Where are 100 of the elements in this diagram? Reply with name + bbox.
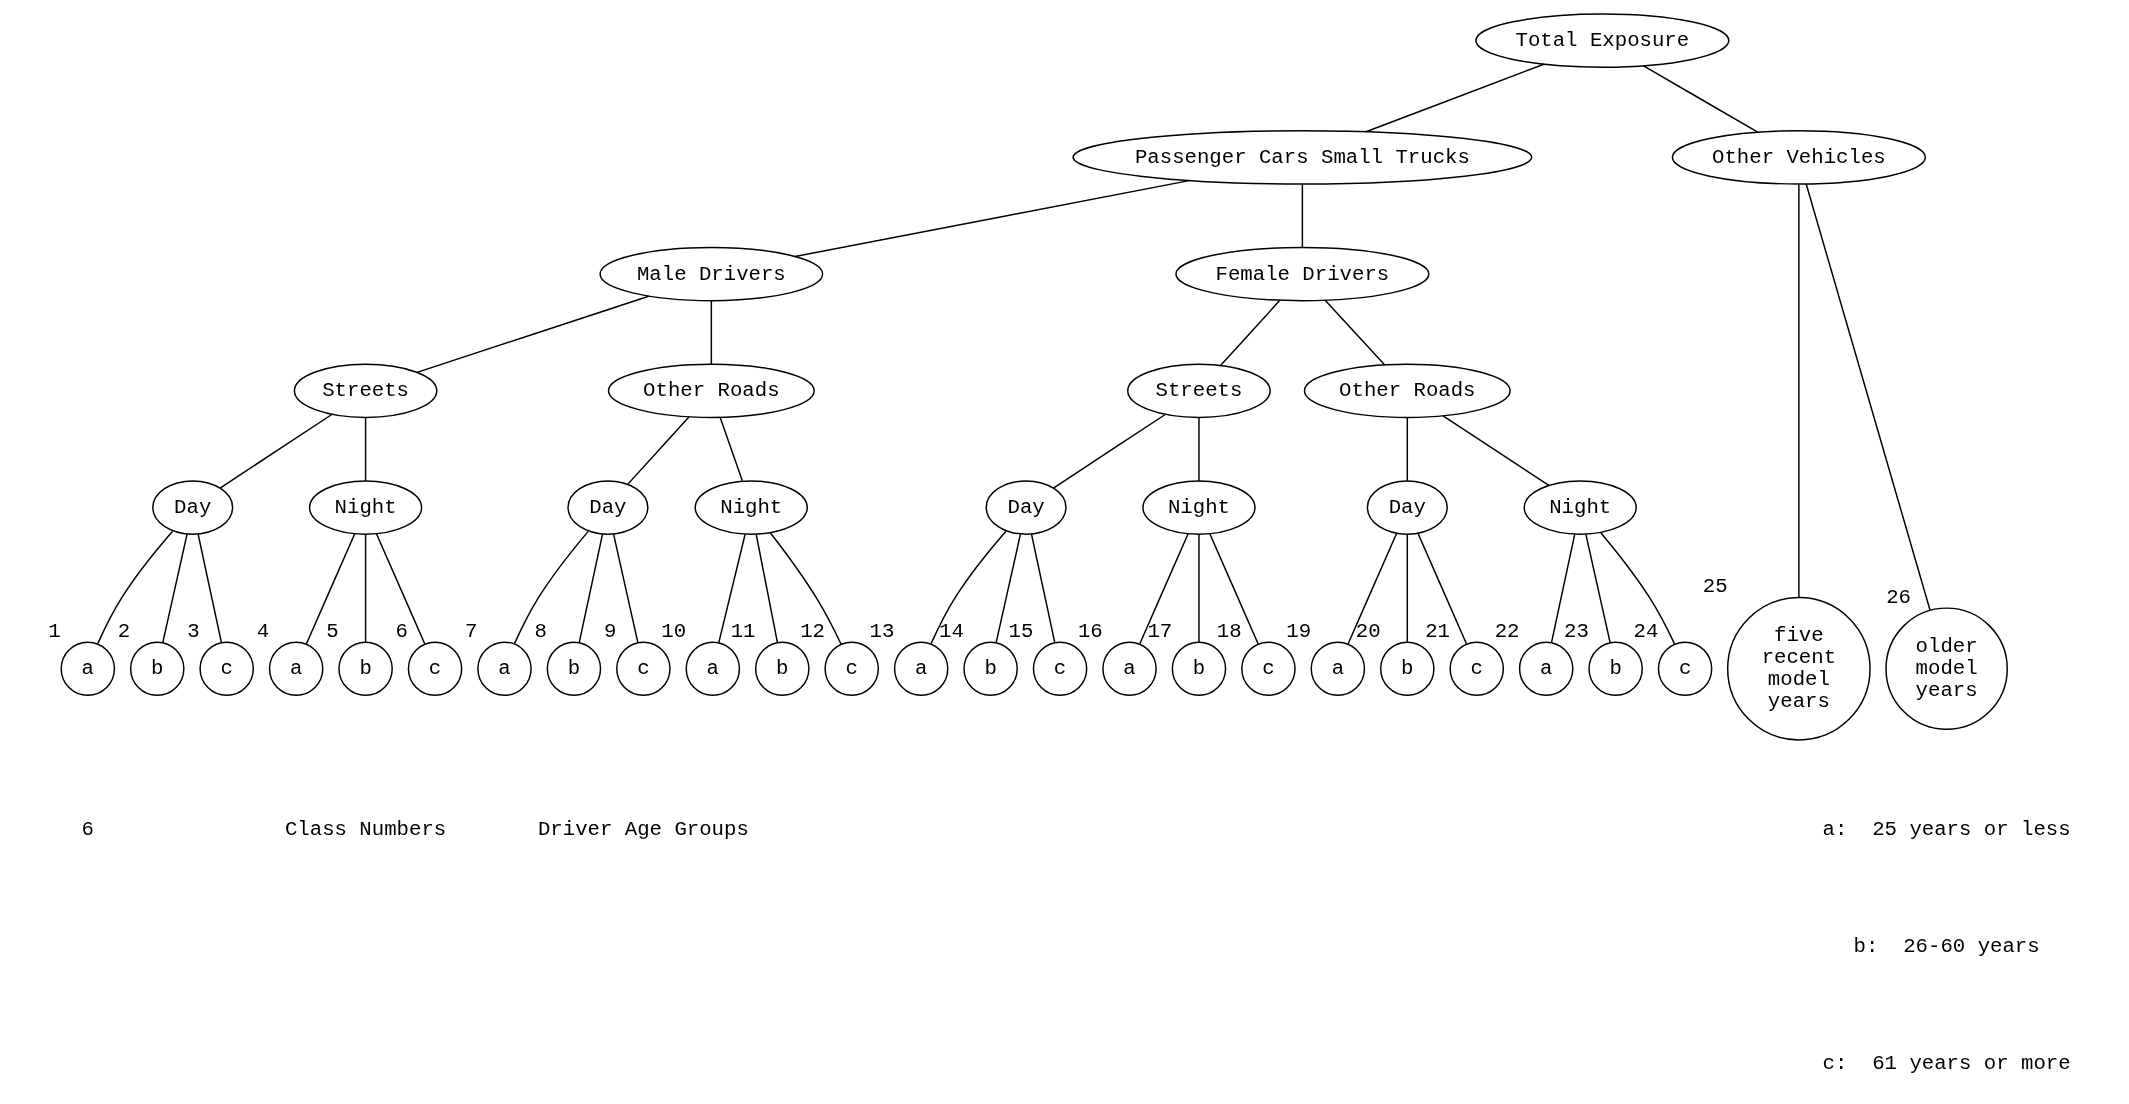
node-label: 3 xyxy=(187,619,200,643)
node-label: 11 xyxy=(730,619,756,643)
label: a: 25 years or less xyxy=(1822,818,2071,842)
connector xyxy=(769,532,842,645)
node-circle: older model years xyxy=(1885,607,2008,731)
node-ellipse: Other Vehicles xyxy=(1671,130,1927,185)
label: Class Numbers xyxy=(284,818,447,842)
connector xyxy=(416,295,650,374)
node-circle: a xyxy=(1518,641,1574,697)
connector xyxy=(1442,415,1550,486)
connector xyxy=(97,530,174,645)
connector xyxy=(1139,533,1189,645)
connector xyxy=(1030,533,1056,644)
node-ellipse: Streets xyxy=(293,363,438,419)
node-ellipse: Female Drivers xyxy=(1175,246,1430,302)
node-label: 26 xyxy=(1886,585,1911,609)
connector xyxy=(197,533,223,644)
node-ellipse: Day xyxy=(567,480,649,535)
node-circle: five recent model years xyxy=(1726,596,1871,741)
node-label: 12 xyxy=(800,619,825,643)
connector xyxy=(1198,416,1200,482)
node-label: 2 xyxy=(117,619,131,643)
node-circle: b xyxy=(129,641,185,697)
node-circle: b xyxy=(963,641,1018,697)
connector xyxy=(1220,300,1281,367)
connector xyxy=(162,533,188,644)
node-circle: c xyxy=(1657,641,1713,697)
connector xyxy=(1324,299,1386,366)
node-ellipse: Day xyxy=(152,480,234,535)
node-label: 16 xyxy=(1077,619,1103,643)
node-circle: a xyxy=(477,641,532,697)
node-ellipse: Passenger Cars Small Trucks xyxy=(1072,130,1533,185)
node-ellipse: Other Roads xyxy=(607,363,815,419)
connector xyxy=(219,413,333,489)
node-ellipse: Other Roads xyxy=(1303,363,1511,419)
connector xyxy=(1550,533,1576,644)
node-ellipse: Night xyxy=(694,480,808,535)
connector xyxy=(1209,533,1259,645)
node-label: 7 xyxy=(465,619,478,643)
node-circle: c xyxy=(1449,641,1505,697)
connector xyxy=(1417,533,1468,645)
node-circle: b xyxy=(338,641,393,697)
node-label: 9 xyxy=(603,619,617,643)
connector xyxy=(627,416,690,485)
connector xyxy=(1600,532,1676,645)
connector xyxy=(305,533,356,645)
label: b: 26-60 years xyxy=(1853,935,2040,959)
node-circle: a xyxy=(893,641,949,697)
node-circle: c xyxy=(199,641,255,697)
connector xyxy=(719,416,744,482)
node-label: 5 xyxy=(326,619,339,643)
node-circle: c xyxy=(407,641,463,697)
node-label: 4 xyxy=(256,619,270,643)
node-circle: c xyxy=(616,641,671,697)
connector xyxy=(513,530,589,645)
node-label: 18 xyxy=(1216,619,1242,643)
connector xyxy=(794,179,1190,258)
node-label: 22 xyxy=(1494,619,1520,643)
connector xyxy=(755,533,779,644)
node-circle: c xyxy=(824,641,880,697)
node-circle: b xyxy=(754,641,810,697)
connector xyxy=(1301,183,1304,249)
node-label: 24 xyxy=(1633,619,1659,643)
node-ellipse: Night xyxy=(308,480,423,535)
connector xyxy=(1365,63,1545,133)
node-ellipse: Night xyxy=(1142,480,1256,535)
node-label: 15 xyxy=(1008,619,1034,643)
node-circle: b xyxy=(546,641,602,697)
connector xyxy=(1805,183,1931,611)
node-label: 1 xyxy=(48,619,61,643)
connector xyxy=(364,533,367,643)
node-label: 20 xyxy=(1355,619,1381,643)
node-circle: a xyxy=(1310,641,1366,697)
connector xyxy=(1347,533,1398,645)
node-label: 8 xyxy=(534,619,547,643)
node-label: 14 xyxy=(939,619,964,643)
node-label: 25 xyxy=(1702,575,1728,599)
connector xyxy=(1585,533,1611,644)
node-circle: b xyxy=(1588,641,1643,697)
node-label: 17 xyxy=(1147,619,1173,643)
node-ellipse: Streets xyxy=(1127,363,1271,419)
connector xyxy=(1406,533,1409,643)
node-label: 6 xyxy=(395,619,408,643)
node-circle: a xyxy=(60,641,116,697)
node-label: 10 xyxy=(661,619,687,643)
node-ellipse: Male Drivers xyxy=(599,246,824,302)
node-circle: b xyxy=(1379,641,1435,697)
node-circle: a xyxy=(1102,641,1157,697)
connector xyxy=(1052,413,1166,489)
node-circle: c xyxy=(1032,641,1088,697)
node-ellipse: Night xyxy=(1523,480,1637,535)
node-ellipse: Day xyxy=(985,480,1067,535)
node-label: 23 xyxy=(1564,619,1589,643)
node-circle: c xyxy=(1241,641,1296,697)
node-circle: b xyxy=(1171,641,1227,697)
connector xyxy=(375,533,426,645)
node-circle: a xyxy=(685,641,741,697)
connector xyxy=(612,533,639,644)
connector xyxy=(1642,65,1759,133)
connector xyxy=(710,300,713,365)
